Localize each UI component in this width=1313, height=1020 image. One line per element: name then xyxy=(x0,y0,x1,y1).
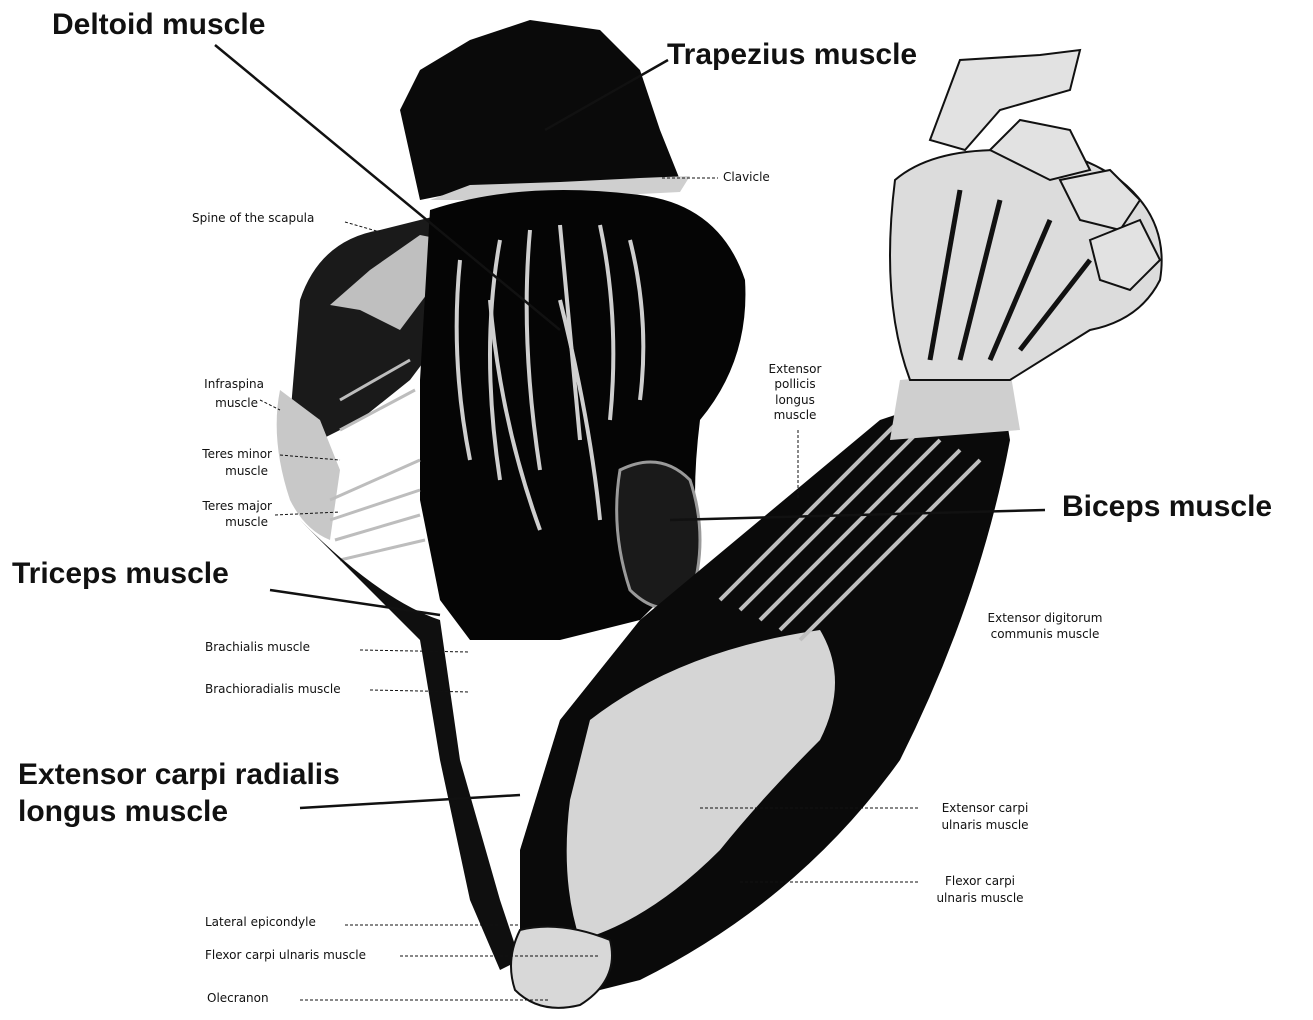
deltoid-label: Deltoid muscle xyxy=(52,8,265,42)
epl-label-3: longus xyxy=(755,393,835,407)
edc-label-1: Extensor digitorum xyxy=(970,611,1120,625)
trapezius-shape xyxy=(400,20,680,200)
fcu-bottom-label: Flexor carpi ulnaris muscle xyxy=(205,948,366,962)
teres-major-label-2: muscle xyxy=(180,515,268,529)
fcu-right-label-1: Flexor carpi xyxy=(925,874,1035,888)
ecrl-label-line1: Extensor carpi radialis xyxy=(18,758,340,792)
triceps-leader xyxy=(270,590,440,615)
teres-minor-label-1: Teres minor xyxy=(180,447,272,461)
infraspinatus-label-2: muscle xyxy=(180,396,258,410)
brachialis-label: Brachialis muscle xyxy=(205,640,310,654)
edc-label-2: communis muscle xyxy=(970,627,1120,641)
brachioradialis-label: Brachioradialis muscle xyxy=(205,682,341,696)
epl-label-2: pollicis xyxy=(755,377,835,391)
teres-minor-label-2: muscle xyxy=(180,464,268,478)
teres-major-label-1: Teres major xyxy=(180,499,272,513)
lateral-epicondyle-label: Lateral epicondyle xyxy=(205,915,316,929)
spine-of-scapula-label: Spine of the scapula xyxy=(192,211,314,225)
olecranon-label: Olecranon xyxy=(207,991,269,1005)
epl-label-1: Extensor xyxy=(755,362,835,376)
ecrl-label-line2: longus muscle xyxy=(18,795,228,829)
fcu-right-label-2: ulnaris muscle xyxy=(925,891,1035,905)
ecrl-leader xyxy=(300,795,520,808)
infraspinatus-label-1: Infraspina xyxy=(180,377,264,391)
triceps-label: Triceps muscle xyxy=(12,557,229,591)
clavicle-label: Clavicle xyxy=(723,170,770,184)
ecu-label-2: ulnaris muscle xyxy=(920,818,1050,832)
biceps-label: Biceps muscle xyxy=(1062,490,1272,524)
ecu-label-1: Extensor carpi xyxy=(920,801,1050,815)
epl-label-4: muscle xyxy=(755,408,835,422)
olecranon-shape xyxy=(511,927,612,1008)
trapezius-label: Trapezius muscle xyxy=(667,38,917,72)
